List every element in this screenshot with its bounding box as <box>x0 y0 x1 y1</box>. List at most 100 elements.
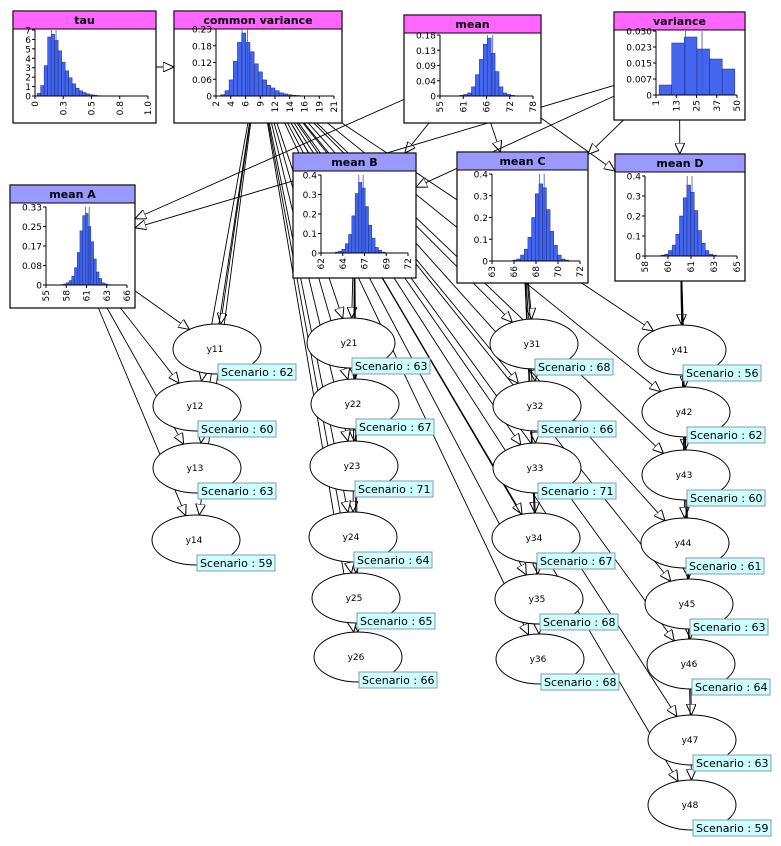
histogram-bar <box>354 193 359 254</box>
histogram-bar <box>74 267 78 286</box>
edge-mean-c-to-y31 <box>528 282 531 319</box>
chance-node-ellipse <box>491 512 581 564</box>
histogram-bar <box>374 247 379 254</box>
scenario-value: Scenario : 64 <box>695 681 768 694</box>
histogram-bar <box>658 84 672 96</box>
x-tick-label: 66 <box>510 266 520 278</box>
histogram-bar <box>668 250 673 257</box>
scenario-value: Scenario : 63 <box>693 621 766 634</box>
edge-mean-to-mean-a <box>135 98 405 218</box>
histogram-bar <box>233 60 238 97</box>
histogram-bar <box>701 243 706 257</box>
y-tick-label: 0.25 <box>22 223 42 233</box>
node-title: tau <box>74 14 95 27</box>
chance-node-ellipse <box>641 386 731 438</box>
x-tick-label: 1 <box>652 100 662 106</box>
y-tick-label: 0.030 <box>626 28 652 38</box>
histogram-bar <box>364 206 369 254</box>
chance-node-ellipse <box>152 442 242 494</box>
histogram-bar <box>531 217 536 262</box>
edge-mean-to-mean-b <box>405 122 430 153</box>
histogram-bar <box>520 254 525 262</box>
chance-node-label: y14 <box>186 536 203 546</box>
node-header <box>614 153 746 173</box>
chance-node-ellipse <box>152 380 242 432</box>
scenario-badge <box>537 420 617 438</box>
scenario-badge <box>355 418 435 436</box>
y-tick-label: 0 <box>430 93 436 103</box>
scenario-value: Scenario : 68 <box>538 361 611 374</box>
scenario-value: Scenario : 59 <box>200 557 273 570</box>
chance-node-label: y22 <box>345 400 362 410</box>
histogram-bar <box>479 59 484 97</box>
y-tick-label: 0.1 <box>303 230 317 240</box>
histogram-bar <box>483 43 488 97</box>
scenario-value: Scenario : 62 <box>221 366 294 379</box>
chance-node-label: y26 <box>348 653 365 663</box>
node-title: mean C <box>499 155 545 168</box>
histogram-bar <box>341 249 346 254</box>
x-tick-label: 9 <box>256 101 266 107</box>
node-header <box>173 10 343 30</box>
histogram-bar <box>475 74 480 97</box>
x-tick-label: 0.8 <box>116 101 126 116</box>
histogram-bar <box>90 241 94 286</box>
x-tick-label: 37 <box>713 100 723 111</box>
x-tick-label: 62 <box>317 258 327 269</box>
x-tick-label: 50 <box>733 100 743 112</box>
histogram-bar <box>47 36 52 97</box>
chance-node-label: y48 <box>682 801 699 811</box>
scenario-badge <box>540 673 620 691</box>
x-tick-label: 21 <box>330 101 340 112</box>
y-tick-label: 0.33 <box>22 204 42 214</box>
x-tick-label: 66 <box>123 290 133 302</box>
y-tick-label: 0.1 <box>474 236 488 246</box>
scenario-value: Scenario : 67 <box>540 555 613 568</box>
histogram-bar <box>253 63 259 97</box>
scenario-badge <box>536 552 616 570</box>
chance-node-ellipse <box>647 714 737 766</box>
y-tick-label: 0.2 <box>474 214 488 224</box>
y-tick-label: 0 <box>635 253 641 263</box>
chance-node-label: y42 <box>676 408 693 418</box>
x-tick-label: 60 <box>664 261 674 273</box>
scenario-badge <box>691 678 771 696</box>
histogram-bar <box>68 280 73 286</box>
chance-node-label: y23 <box>344 462 361 472</box>
y-tick-label: 5 <box>25 45 31 55</box>
scenario-value: Scenario : 68 <box>544 676 617 689</box>
